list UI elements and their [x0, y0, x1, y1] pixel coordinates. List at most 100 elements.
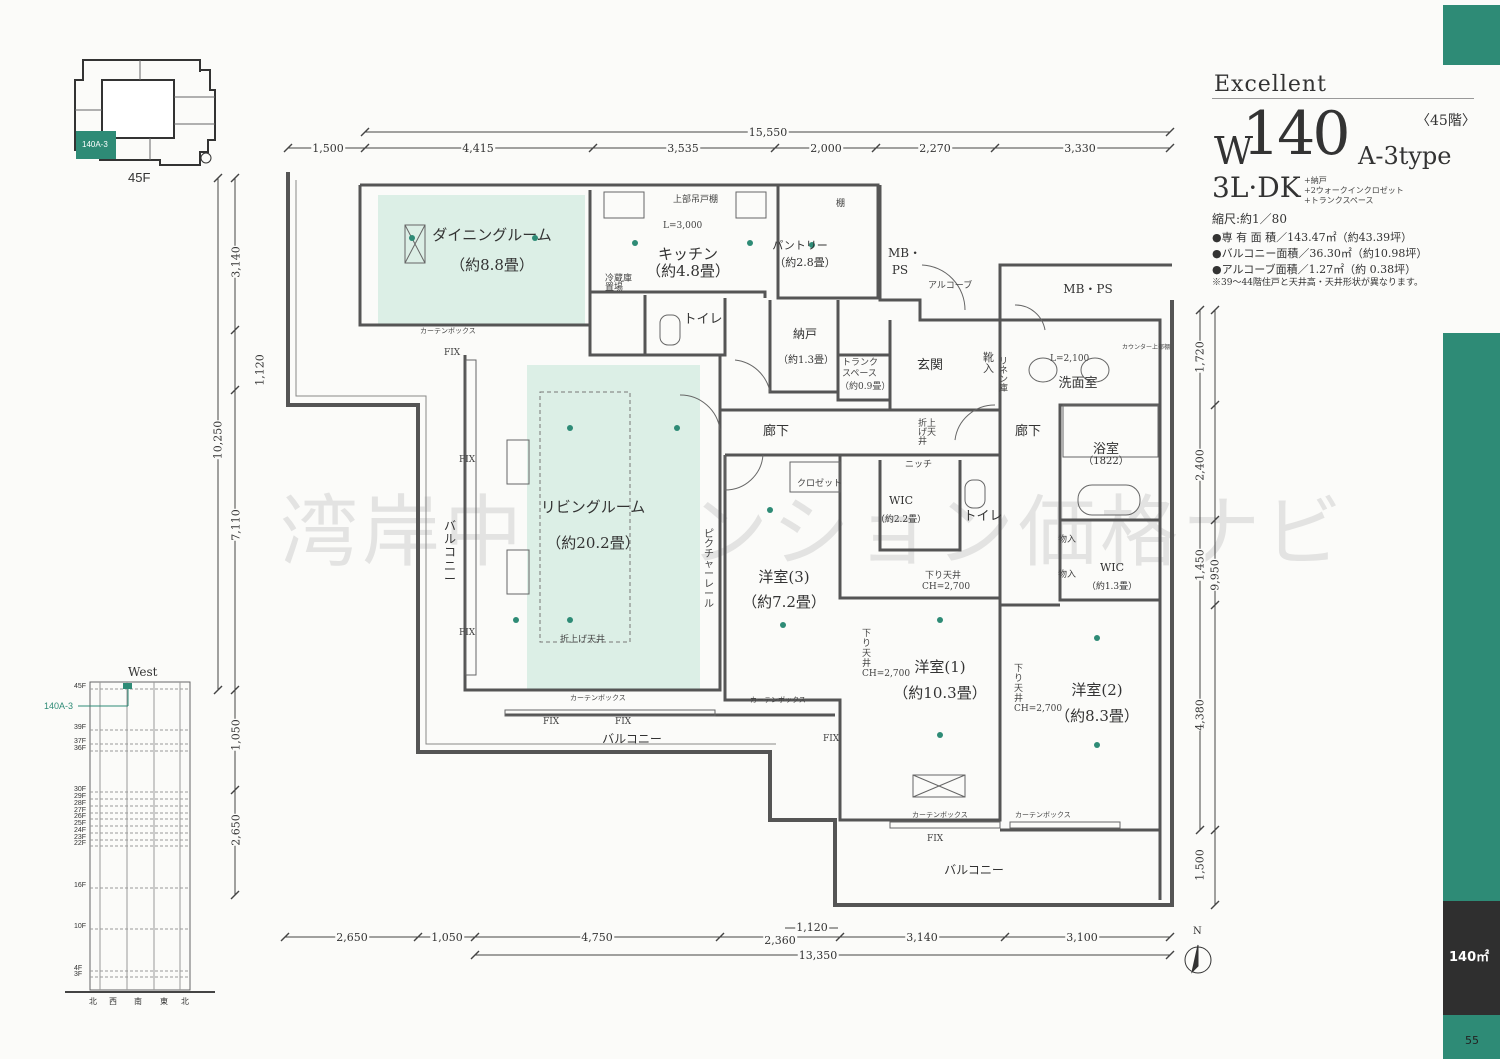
fix-window: FIX: [543, 717, 560, 727]
lowered-ceiling: 下り天井: [925, 571, 962, 581]
type-number: 140: [1242, 99, 1351, 169]
living-label: リビングルーム: [540, 498, 646, 516]
dim-right: 1,450: [1193, 549, 1207, 581]
curtain-box: カーテンボックス: [570, 694, 626, 702]
curtain-box: カーテンボックス: [420, 327, 476, 335]
light-fixture-dot: [780, 622, 786, 628]
light-fixture-dot: [632, 240, 638, 246]
wic-1: WIC: [888, 494, 914, 507]
key-plan-floor: 45F: [128, 170, 151, 185]
fix-window: FIX: [459, 628, 476, 638]
pantry-shelf: 棚: [836, 199, 846, 209]
fix-window: FIX: [444, 348, 461, 358]
entrance-raised-ceiling: 折上げ天井: [918, 419, 937, 447]
niche-label: ニッチ: [905, 460, 933, 470]
sidebar-page: 55: [1443, 1015, 1500, 1059]
counter-shelf: カウンター上部棚: [1122, 344, 1171, 351]
sidebar-teal-band: [1443, 333, 1500, 901]
light-fixture-dot: [567, 425, 573, 431]
series-title: Excellent: [1214, 72, 1327, 97]
entrance-label: 玄関: [916, 358, 944, 373]
living-size: （約20.2畳）: [546, 534, 640, 552]
dim-left: 2,650: [229, 814, 243, 846]
fix-window: FIX: [615, 717, 632, 727]
layout-extra: +2ウォークインクロゼット: [1304, 186, 1404, 195]
dim-bottom: 1,050: [430, 931, 464, 944]
dim-bottom: 4,750: [580, 931, 614, 944]
western-1-size: （約10.3畳）: [893, 684, 987, 702]
closet-label: クロゼット: [797, 479, 843, 489]
western-2-label: 洋室(2): [1071, 681, 1123, 699]
dim-bottom: 3,140: [905, 931, 939, 944]
sidebar-top-tab: [1443, 5, 1500, 65]
pantry-label: パントリー: [772, 239, 828, 252]
wic-2: WIC: [1099, 561, 1125, 574]
lowered-ceiling-v1: 下り天井 CH=2,700: [862, 629, 911, 679]
western-3-label: 洋室(3): [758, 568, 810, 586]
mbps-right: MB・PS: [1063, 282, 1113, 296]
elevation-floor-label: 29F: [74, 793, 87, 800]
note: ※39～44階住戸と天井高・天井形状が異なります。: [1212, 278, 1424, 288]
toilet-2: トイレ: [963, 509, 1003, 524]
mbps-left: MB・PS: [888, 246, 922, 277]
key-plan-unit-highlight: [76, 131, 116, 159]
area-row: ●バルコニー面積／36.30㎡（約10.98坪）: [1212, 247, 1428, 260]
layout-extra: +納戸: [1304, 176, 1327, 185]
wic-1-size: （約2.2畳）: [875, 515, 927, 525]
shoes-label: 靴入: [983, 351, 994, 375]
elevation-direction: 北: [181, 997, 189, 1006]
elevation-grid: [65, 681, 215, 993]
floor-label: 〈45階〉: [1416, 113, 1476, 129]
key-plan: 140A-3 45F: [60, 40, 220, 190]
elevation-floor-label: 23F: [74, 834, 87, 841]
scale-label: 縮尺:約1／80: [1212, 212, 1287, 226]
light-fixture-dot: [747, 240, 753, 246]
type-suffix: A-3type: [1358, 142, 1452, 170]
dim-left-total: 10,250: [211, 420, 225, 460]
wash-length: L=2,100: [1050, 354, 1090, 364]
hall-2: 廊下: [1014, 424, 1042, 439]
wic-2-size: （約1.3畳）: [1086, 582, 1138, 592]
dining-size: （約8.8畳）: [450, 256, 534, 274]
light-fixture-dot: [1094, 635, 1100, 641]
alcove-label: アルコーブ: [928, 281, 973, 291]
toilet-1: トイレ: [683, 312, 723, 327]
picture-rail: ピクチャーレール: [704, 529, 714, 610]
elevation-direction: 北: [89, 997, 97, 1006]
area-value: 143.47㎡（約43.39坪）: [1287, 231, 1413, 244]
elevation-floor-label: 24F: [74, 827, 87, 834]
kitchen-length: L=3,000: [663, 221, 703, 231]
elevation-floor-label: 28F: [74, 800, 87, 807]
elevation-floor-label: 27F: [74, 807, 87, 814]
dim-bottom: 2,360: [763, 934, 797, 947]
curtain-box: カーテンボックス: [912, 811, 968, 819]
dim-bottom: 2,650: [335, 931, 369, 944]
linen-label: リネン庫: [999, 357, 1009, 394]
light-fixture-dot: [937, 617, 943, 623]
curtain-box: カーテンボックス: [750, 696, 806, 704]
western-1-label: 洋室(1): [914, 658, 966, 676]
elevation-floor-label: 10F: [74, 923, 87, 930]
elevation-direction: 東: [160, 997, 168, 1006]
dim-right: 4,380: [1193, 699, 1207, 731]
dim-left: 7,110: [229, 509, 243, 541]
balcony-right: バルコニー: [944, 863, 1004, 877]
elevation-floor-label: 36F: [74, 745, 87, 752]
elevation-floor-label: 39F: [74, 724, 87, 731]
light-fixture-dot: [567, 617, 573, 623]
elevation-floor-label: 45F: [74, 683, 87, 690]
bath-label: 浴室: [1092, 442, 1120, 457]
area-label: バルコニー面積／: [1221, 247, 1310, 260]
storage-1: 物入: [1058, 535, 1077, 545]
fix-window: FIX: [927, 834, 944, 844]
western-3-size: （約7.2畳）: [742, 593, 826, 611]
washroom-label: 洗面室: [1058, 376, 1098, 391]
dim-right: 2,400: [1193, 449, 1207, 481]
elevation-highlight: [123, 683, 132, 689]
elevation-floor-label: 25F: [74, 820, 87, 827]
area-label: アルコーブ面積／: [1221, 263, 1309, 276]
header-rule: [1212, 98, 1474, 99]
light-fixture-dot: [1094, 742, 1100, 748]
fix-window: FIX: [459, 455, 476, 465]
